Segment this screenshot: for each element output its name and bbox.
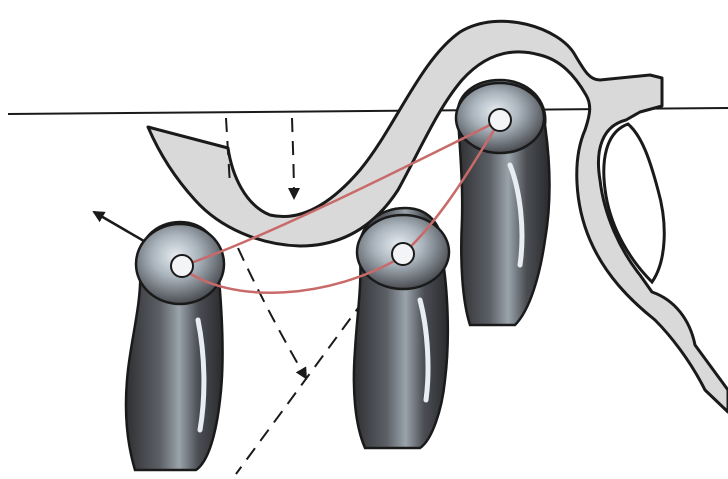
pivot-circle-icon <box>392 243 414 265</box>
pivot-circle-icon <box>489 109 511 131</box>
guide-line-curved-arrow <box>292 118 294 198</box>
pivot-circle-icon <box>171 255 193 277</box>
guide-line-down-arrow <box>238 248 306 378</box>
guide-line-diagonal <box>236 300 364 474</box>
